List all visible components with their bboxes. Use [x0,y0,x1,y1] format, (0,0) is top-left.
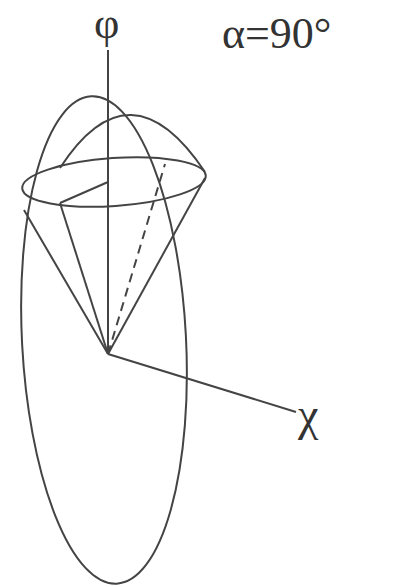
rim-radius [60,182,108,203]
cone-side [24,210,108,354]
dome-arc [60,115,205,172]
angle-label: α=90° [222,12,331,56]
phi-axis [107,50,109,354]
axis-label: φ [94,2,119,46]
cone-rim [21,152,208,213]
cone-line [60,203,108,354]
cone-side [108,178,205,354]
hidden-line [108,164,165,354]
axis-label: χ [298,392,318,438]
chi-axis [108,354,296,412]
ellipsoid-outline [9,92,198,587]
